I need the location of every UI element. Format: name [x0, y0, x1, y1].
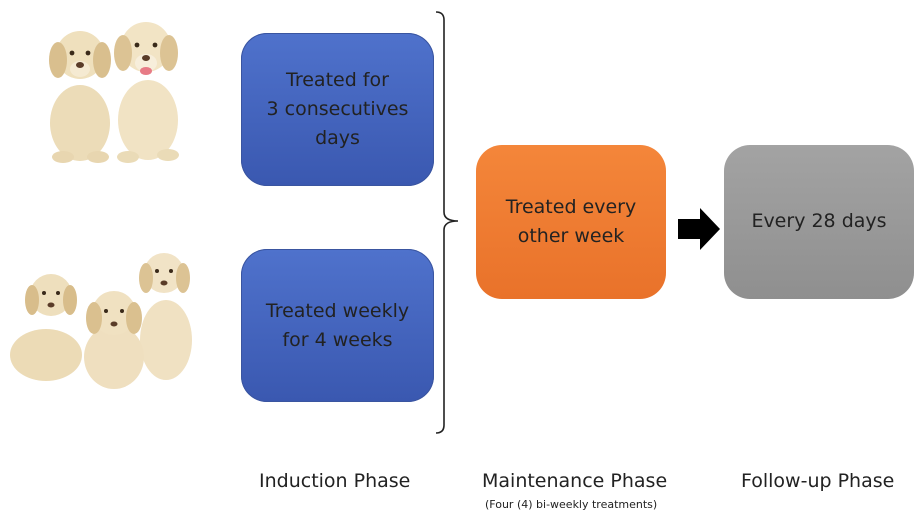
induction-box-1: Treated for 3 consecutives days — [241, 33, 434, 186]
followup-box-text: Every 28 days — [751, 210, 887, 232]
maintenance-phase-label: Maintenance Phase — [482, 470, 668, 492]
followup-box: Every 28 days — [724, 145, 914, 299]
maintenance-phase-note: (Four (4) bi-weekly treatments) — [485, 498, 658, 511]
maintenance-box: Treated every other week — [476, 145, 666, 299]
two-puppies-image — [49, 22, 179, 163]
right-arrow-icon — [678, 208, 720, 250]
induction-bracket — [435, 11, 459, 434]
induction-phase-label: Induction Phase — [259, 470, 411, 492]
three-puppies-image — [10, 253, 192, 389]
induction-box-1-text: Treated for 3 consecutives days — [266, 69, 409, 149]
puppy-back-right — [139, 253, 192, 380]
puppy-left — [49, 31, 111, 163]
maintenance-box-text: Treated every other week — [505, 196, 637, 247]
puppy-left-lying — [10, 274, 82, 381]
puppy-middle — [84, 291, 144, 389]
puppy-right — [114, 22, 179, 163]
induction-box-2-text: Treated weekly for 4 weeks — [265, 299, 410, 351]
followup-phase-label: Follow-up Phase — [741, 470, 895, 492]
induction-box-2: Treated weekly for 4 weeks — [241, 249, 434, 402]
